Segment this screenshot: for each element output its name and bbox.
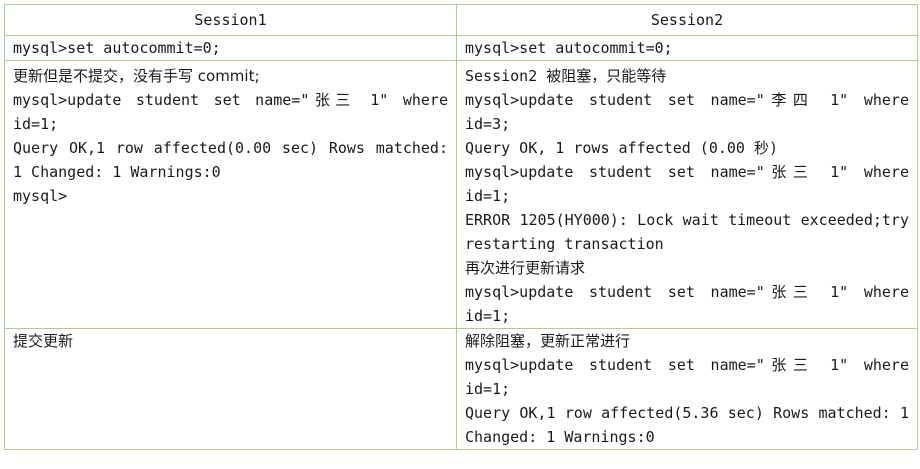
result-line: Query OK,1 row affected(0.00 sec) Rows m… [13, 139, 448, 181]
session1-cell: 提交更新 [4, 328, 457, 450]
table-row: 提交更新 解除阻塞，更新正常进行 mysql>update student se… [4, 328, 918, 450]
statement-line: mysql>update student set name="张三 1" whe… [465, 163, 909, 205]
session1-cell: 更新但是不提交，没有手写 commit; mysql>update studen… [4, 60, 457, 329]
statement-line: mysql>update student set name="张三 1" whe… [13, 91, 448, 133]
note-line: 解除阻塞，更新正常进行 [465, 332, 631, 350]
statement-line: mysql>update student set name="张三 1" whe… [465, 283, 909, 325]
result-line: Query OK,1 row affected(5.36 sec) Rows m… [465, 404, 909, 446]
session2-cell: mysql>set autocommit=0; [456, 35, 918, 61]
note-line: 更新但是不提交，没有手写 commit; [13, 67, 260, 85]
note-line: 再次进行更新请求 [465, 259, 586, 277]
session2-cell: 解除阻塞，更新正常进行 mysql>update student set nam… [456, 328, 918, 450]
error-line: ERROR 1205(HY000): Lock wait timeout exc… [465, 211, 909, 253]
result-line: Query OK, 1 rows affected (0.00 秒) [465, 139, 779, 157]
session-comparison-table: Session1 Session2 mysql>set autocommit=0… [4, 4, 918, 450]
header-row: Session1 Session2 [4, 4, 918, 36]
header-session1: Session1 [4, 4, 457, 36]
statement-line: mysql>update student set name="李四 1" whe… [465, 91, 909, 133]
note-line: Session2 被阻塞，只能等待 [465, 67, 667, 85]
session1-cell: mysql>set autocommit=0; [4, 35, 457, 61]
statement-line: mysql>set autocommit=0; [13, 39, 221, 57]
header-session2: Session2 [456, 4, 918, 36]
statement-line: mysql>set autocommit=0; [465, 39, 673, 57]
table-row: 更新但是不提交，没有手写 commit; mysql>update studen… [4, 60, 918, 329]
session2-cell: Session2 被阻塞，只能等待 mysql>update student s… [456, 60, 918, 329]
note-line: 提交更新 [13, 332, 74, 350]
table-row: mysql>set autocommit=0; mysql>set autoco… [4, 35, 918, 61]
prompt-line: mysql> [13, 187, 68, 205]
statement-line: mysql>update student set name="张三 1" whe… [465, 356, 909, 398]
